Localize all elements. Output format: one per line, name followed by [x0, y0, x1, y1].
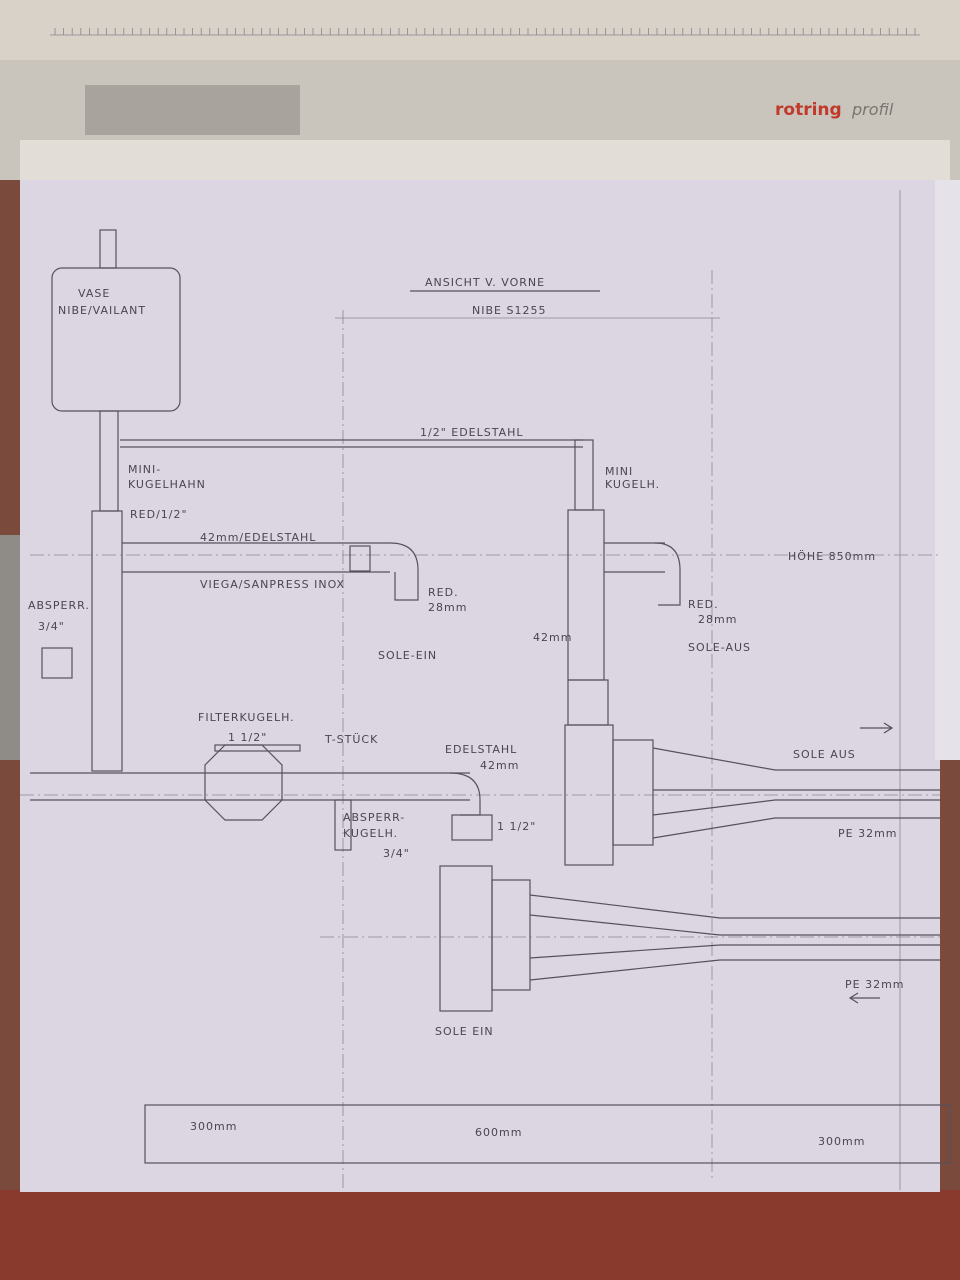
viega-label: VIEGA/SANPRESS INOX: [200, 578, 345, 591]
sole-ein-top: SOLE-EIN: [378, 649, 437, 662]
mini-kugelh-1: MINI: [605, 465, 633, 478]
side-clip: [0, 535, 22, 760]
arrow-left-icon: [848, 992, 880, 1004]
drawing-title: ANSICHT V. VORNE: [425, 276, 545, 289]
label-42mm: 42mm: [533, 631, 572, 644]
one-half-label: 1 1/2": [497, 820, 536, 833]
absperr-left-2: 3/4": [38, 620, 65, 633]
red-half-label: RED/1/2": [130, 508, 188, 521]
paper-sheet: [20, 180, 940, 1192]
dimension-bar: [144, 1104, 951, 1164]
pe-top-label: PE 32mm: [838, 827, 898, 840]
absperr-kugelh-2: KUGELH.: [343, 827, 398, 840]
mini-kugelhahn-1: MINI-: [128, 463, 161, 476]
vessel-label-1: VASE: [78, 287, 110, 300]
brand-logo: rotring: [775, 100, 842, 120]
dimension-right: 300mm: [818, 1135, 865, 1148]
sole-aus-top: SOLE-AUS: [688, 641, 751, 654]
red-right-1: RED.: [688, 598, 719, 611]
red-left-1: RED.: [428, 586, 459, 599]
absperr-kugelh-3: 3/4": [383, 847, 410, 860]
scale-ruler: [935, 180, 960, 760]
pe-bottom-label: PE 32mm: [845, 978, 905, 991]
absperr-valve: [41, 647, 73, 679]
pipework: [30, 410, 940, 1012]
absperr-kugelh-1: ABSPERR-: [343, 811, 405, 824]
filter-label-1: FILTERKUGELH.: [198, 711, 295, 724]
pipe-top-label: 1/2" EDELSTAHL: [420, 426, 524, 439]
filter-label-2: 1 1/2": [228, 731, 267, 744]
hoehe-label: HÖHE 850mm: [788, 550, 876, 563]
brand-model: profil: [851, 100, 894, 119]
arrow-right-icon: [860, 722, 894, 734]
sole-aus-label: SOLE AUS: [793, 748, 856, 761]
parallel-ruler: [0, 0, 960, 60]
table-surface: [0, 1190, 960, 1280]
dimension-middle: 600mm: [475, 1126, 522, 1139]
t-stueck-label: T-STÜCK: [324, 733, 378, 746]
sole-ein-label: SOLE EIN: [435, 1025, 494, 1038]
pipe-42-label: 42mm/EDELSTAHL: [200, 531, 316, 544]
mini-kugelh-2: KUGELH.: [605, 478, 660, 491]
grip-area: [85, 85, 300, 135]
edelstahl-42-1: EDELSTAHL: [445, 743, 517, 756]
absperr-left-1: ABSPERR.: [28, 599, 90, 612]
vent-valve: [99, 229, 117, 269]
ruler-ticks: [50, 28, 920, 36]
red-right-2: 28mm: [698, 613, 737, 626]
vessel-label-2: NIBE/VAILANT: [58, 304, 146, 317]
unit-label: NIBE S1255: [472, 304, 546, 317]
red-left-2: 28mm: [428, 601, 467, 614]
edelstahl-42-2: 42mm: [480, 759, 519, 772]
mini-kugelhahn-2: KUGELHAHN: [128, 478, 206, 491]
drafting-arm: [20, 140, 950, 180]
dimension-left: 300mm: [190, 1120, 237, 1133]
